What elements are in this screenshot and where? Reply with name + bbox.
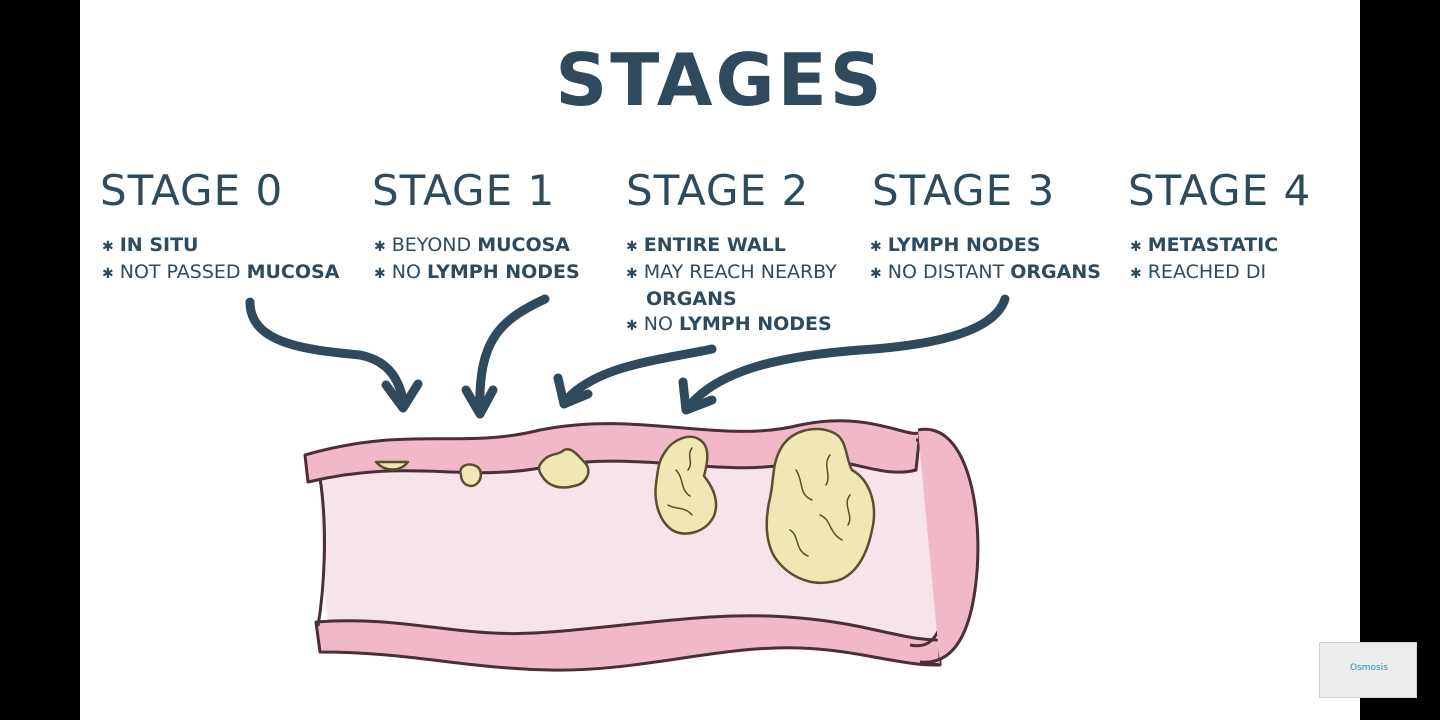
tumor-stage-3 [654,435,718,535]
bullet-icon: ✱ [1130,266,1142,282]
stage-4-bullets-clip: ✱ METASTATIC ✱ REACHED DI [1130,233,1290,293]
stage-0-bullets: ✱ IN SITU ✱ NOT PASSED MUCOSA [102,233,339,287]
bullet-emphasis: ORGANS [646,288,737,310]
stage-2-bullet-2: ✱ MAY REACH NEARBY [626,260,837,287]
stage-0-bullet-2: ✱ NOT PASSED MUCOSA [102,260,339,287]
arrow-stage-0-head [381,379,423,413]
bullet-text: NO [643,313,679,335]
arrow-stage-3 [685,294,1010,410]
stage-3-heading: STAGE 3 [872,166,1056,215]
bullet-text: NO [391,261,427,283]
bullet-icon: ✱ [1130,239,1142,255]
arrow-stage-1 [475,294,550,415]
bullet-emphasis: LYMPH NODES [887,234,1041,256]
arrow-stage-2-head [553,373,593,409]
arrow-stage-1-head [461,385,498,419]
stage-3-bullets: ✱ LYMPH NODES ✱ NO DISTANT ORGANS [870,233,1101,287]
bullet-text: NOT PASSED [119,261,247,283]
stage-1-bullet-2: ✱ NO LYMPH NODES [374,260,580,287]
bullet-emphasis: METASTATIC [1147,234,1279,256]
bullet-icon: ✱ [102,239,114,255]
stage-2-bullets: ✱ ENTIRE WALL ✱ MAY REACH NEARBY ORGANS ✱ N… [626,233,837,339]
stage-3-bullet-1: ✱ LYMPH NODES [870,233,1101,260]
colon-wall-bottom [314,614,942,672]
colon-left-edge [316,477,326,627]
diagram-title: STAGES [555,38,885,122]
bullet-text: MAY REACH NEARBY [643,261,837,283]
stage-4-bullets: ✱ METASTATIC ✱ REACHED DI [1130,233,1290,287]
stage-2-heading: STAGE 2 [626,166,810,215]
bullet-emphasis: ORGANS [1010,261,1101,283]
colon-illustration [245,294,1010,672]
diagram-canvas: STAGES STAGE 0 ✱ IN SITU ✱ NOT PASSED MUCO… [80,0,1360,720]
tumor-stage-1 [459,463,483,488]
bullet-icon: ✱ [374,266,386,282]
stage-1-bullet-1: ✱ BEYOND MUCOSA [374,233,580,260]
stage-2-bullet-1: ✱ ENTIRE WALL [626,233,837,260]
stage-1-heading: STAGE 1 [372,166,556,215]
bullet-icon: ✱ [626,318,638,334]
bullet-emphasis: LYMPH NODES [678,313,832,335]
bullet-emphasis: IN SITU [119,234,199,256]
bullet-icon: ✱ [870,239,882,255]
stage-0-bullet-1: ✱ IN SITU [102,233,339,260]
watermark-logo: Osmosis [1350,663,1388,673]
tumor-stage-4 [765,427,876,585]
stage-4-bullet-1: ✱ METASTATIC [1130,233,1290,260]
bullet-text: NO DISTANT [887,261,1011,283]
bullet-icon: ✱ [374,239,386,255]
stage-2-bullet-3: ✱ NO LYMPH NODES [626,312,837,339]
stage-4-bullet-2: ✱ REACHED DI [1130,260,1290,287]
bullet-icon: ✱ [870,266,882,282]
stage-4-heading: STAGE 4 [1128,166,1312,215]
bullet-icon: ✱ [102,266,114,282]
bullet-icon: ✱ [626,239,638,255]
arrow-stage-0 [245,297,408,405]
bullet-text: REACHED DI [1147,261,1267,283]
tumor-stage-2 [537,447,590,489]
stage-0-heading: STAGE 0 [100,166,284,215]
bullet-text: BEYOND [391,234,478,256]
stage-2-bullet-2-cont: ORGANS [626,287,837,312]
tumor-stage-0 [374,460,410,471]
arrow-stage-3-head [678,377,717,415]
bullet-icon: ✱ [626,266,638,282]
arrow-stage-2 [563,344,717,403]
colon-wall-top [303,419,922,484]
bullet-emphasis: MUCOSA [477,234,571,256]
colon-end-outer [917,427,980,667]
stage-3-bullet-2: ✱ NO DISTANT ORGANS [870,260,1101,287]
watermark-badge: Osmosis [1319,642,1417,698]
stage-1-bullets: ✱ BEYOND MUCOSA ✱ NO LYMPH NODES [374,233,580,287]
bullet-emphasis: LYMPH NODES [426,261,580,283]
bullet-emphasis: ENTIRE WALL [643,234,786,256]
bullet-emphasis: MUCOSA [246,261,340,283]
